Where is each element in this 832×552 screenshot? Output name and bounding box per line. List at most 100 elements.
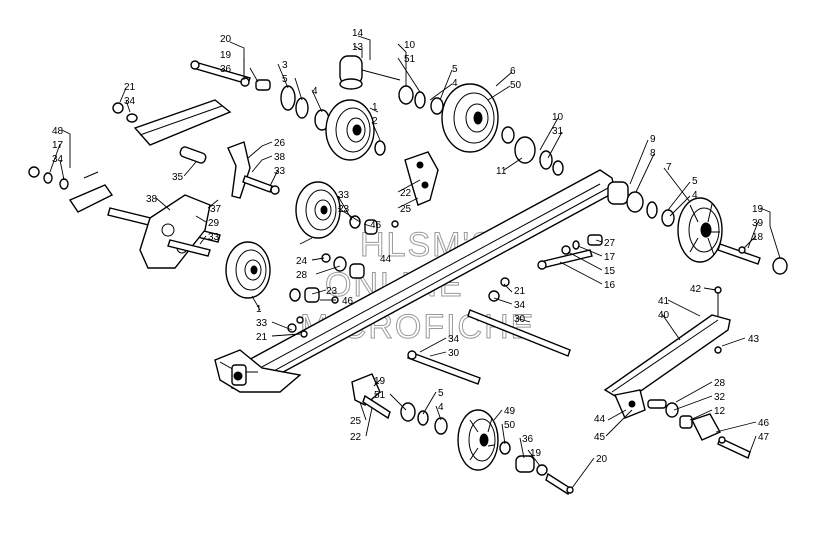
wheel-6 xyxy=(441,83,499,153)
upper-rail xyxy=(68,99,232,213)
callout-label: 6 xyxy=(510,66,516,77)
callout-label: 44 xyxy=(594,414,606,425)
callout-label: 39 xyxy=(752,218,764,229)
wheel-49 xyxy=(457,409,499,471)
pivot-arm xyxy=(179,141,280,199)
wheel-1-middle xyxy=(295,181,399,239)
side-plate xyxy=(139,194,211,269)
hardware-lower-right xyxy=(647,399,751,459)
callout-label: 3 xyxy=(282,60,288,71)
callout-label: 41 xyxy=(658,296,670,307)
swing-arm xyxy=(603,286,731,419)
callout-label: 43 xyxy=(748,334,760,345)
callout-label: 36 xyxy=(522,434,534,445)
callout-label: 22 xyxy=(400,188,412,199)
callout-label: 27 xyxy=(604,238,616,249)
callout-label: 19 xyxy=(220,50,232,61)
callout-label: 4 xyxy=(312,86,318,97)
callout-label: 30 xyxy=(514,314,526,325)
callout-label: 28 xyxy=(296,270,308,281)
callout-label: 34 xyxy=(52,154,64,165)
bolt-30-lower xyxy=(407,350,481,385)
spacers-24-28 xyxy=(321,253,365,279)
upper-wheel-hardware xyxy=(280,85,330,131)
callout-label: 5 xyxy=(438,388,444,399)
callout-label: 51 xyxy=(404,54,416,65)
callout-label: 10 xyxy=(552,112,564,123)
callout-label: 49 xyxy=(504,406,516,417)
bolt-16 xyxy=(537,234,603,270)
callout-label: 31 xyxy=(552,126,564,137)
callout-label: 13 xyxy=(352,42,364,53)
callout-label: 44 xyxy=(380,254,392,265)
callout-label: 51 xyxy=(374,390,386,401)
callout-label: 33 xyxy=(338,190,350,201)
callout-label: 1 xyxy=(256,304,262,315)
callout-label: 32 xyxy=(714,392,726,403)
hardware-48-17-34 xyxy=(28,166,99,190)
callout-label: 20 xyxy=(596,454,608,465)
callout-label: 30 xyxy=(448,348,460,359)
hardware-21-34 xyxy=(112,102,138,123)
callout-label: 38 xyxy=(274,152,286,163)
callout-label: 19 xyxy=(752,204,764,215)
callout-label: 36 xyxy=(220,64,232,75)
bracket-upper xyxy=(404,151,439,206)
leader-lines xyxy=(49,35,781,489)
callout-label: 47 xyxy=(758,432,770,443)
callout-label: 34 xyxy=(124,96,136,107)
callout-label: 25 xyxy=(400,204,412,215)
callout-label: 19 xyxy=(374,376,386,387)
callout-label: 26 xyxy=(274,138,286,149)
wheel-1-lower xyxy=(225,241,339,304)
callout-label: 17 xyxy=(52,140,64,151)
callout-label: 48 xyxy=(52,126,64,137)
callout-label: 14 xyxy=(352,28,364,39)
callout-label: 4 xyxy=(438,402,444,413)
callout-label: 34 xyxy=(514,300,526,311)
callout-label: 12 xyxy=(714,406,726,417)
callout-label: 15 xyxy=(604,266,616,277)
callout-label: 28 xyxy=(714,378,726,389)
callout-label: 5 xyxy=(692,176,698,187)
hardware-21-34-right xyxy=(467,277,571,357)
callout-label: 10 xyxy=(404,40,416,51)
callout-label: 46 xyxy=(370,220,382,231)
callout-label: 33 xyxy=(274,166,286,177)
main-rail xyxy=(214,169,616,393)
callout-label: 46 xyxy=(758,418,770,429)
callout-label: 35 xyxy=(172,172,184,183)
callout-label: 20 xyxy=(220,34,232,45)
wheel-1-upper xyxy=(325,99,375,161)
callout-label: 50 xyxy=(510,80,522,91)
callout-label: 45 xyxy=(594,432,606,443)
bolt-20-upper xyxy=(190,60,271,91)
callout-label: 40 xyxy=(658,310,670,321)
callout-label: 22 xyxy=(350,432,362,443)
callout-label: 4 xyxy=(692,190,698,201)
wheel-6-hardware xyxy=(398,85,564,176)
callout-label: 5 xyxy=(452,64,458,75)
callout-label: 9 xyxy=(650,134,656,145)
callout-label: 8 xyxy=(650,148,656,159)
callout-label: 7 xyxy=(666,162,672,173)
callout-label: 21 xyxy=(256,332,268,343)
callout-label: 50 xyxy=(504,420,516,431)
bracket-lower xyxy=(351,373,391,420)
callout-label: 4 xyxy=(452,78,458,89)
callout-label: 19 xyxy=(530,448,542,459)
callout-label: 46 xyxy=(342,296,354,307)
callout-label: 1 xyxy=(372,102,378,113)
callout-label: 5 xyxy=(282,74,288,85)
callout-label: 2 xyxy=(372,116,378,127)
callout-label: 25 xyxy=(350,416,362,427)
callout-label: 42 xyxy=(690,284,702,295)
callout-label: 33 xyxy=(208,232,220,243)
spacer-2 xyxy=(374,140,386,156)
callout-label: 23 xyxy=(338,204,350,215)
callout-labels: 20 19 36 14 13 10 51 5 4 6 50 3 5 4 1 2 … xyxy=(52,28,770,465)
callout-label: 24 xyxy=(296,256,308,267)
wheel-49-hardware xyxy=(400,402,574,496)
callout-label: 29 xyxy=(208,218,220,229)
